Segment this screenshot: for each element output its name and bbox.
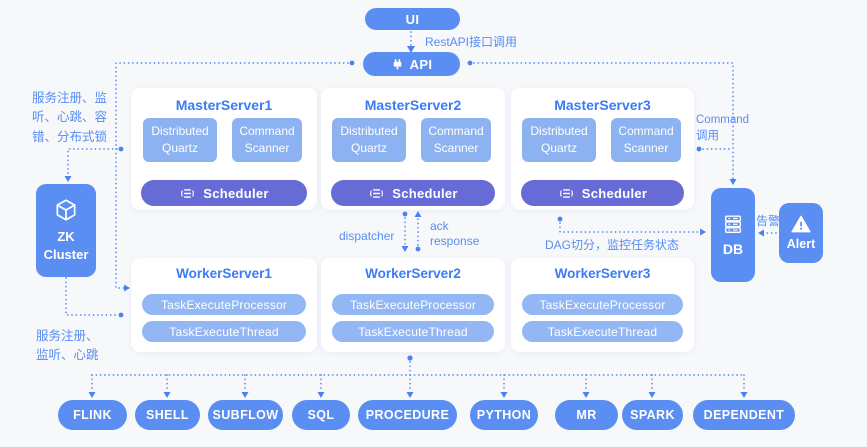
scheduler-label: Scheduler [581, 185, 648, 201]
task-execute-thread-pill: TaskExecuteThread [522, 321, 683, 342]
db-node: DB [711, 188, 755, 282]
task-execute-thread-pill: TaskExecuteThread [332, 321, 494, 342]
command-scanner-box: Command Scanner [611, 118, 681, 162]
zk-note-top: 服务注册、监 听、心跳、容 错、分布式锁 [32, 91, 108, 144]
scheduler-queue-icon [179, 186, 196, 201]
task-type-python: PYTHON [470, 400, 538, 430]
master-title: MasterServer1 [175, 97, 273, 113]
api-node: API [363, 52, 460, 76]
zk-label: ZK Cluster [43, 229, 89, 262]
task-type-spark: SPARK [622, 400, 683, 430]
master-server-3: MasterServer3 Distributed Quartz Command… [511, 88, 694, 210]
dag-monitor-label: DAG切分，监控任务状态 [545, 238, 680, 252]
scheduler-label: Scheduler [392, 185, 458, 201]
task-type-procedure: PROCEDURE [358, 400, 457, 430]
edge-command [696, 146, 731, 152]
scheduler-label: Scheduler [203, 185, 269, 201]
alert-cn-label: 告警 [756, 214, 781, 228]
scheduler-pill: Scheduler [521, 180, 684, 206]
dispatcher-label: dispatcher [339, 229, 395, 243]
master-server-1: MasterServer1 Distributed Quartz Command… [131, 88, 317, 210]
edge-api-left [115, 60, 355, 292]
api-label: API [409, 56, 433, 72]
task-type-flink: FLINK [58, 400, 127, 430]
alert-node: Alert [779, 203, 823, 263]
worker-server-3: WorkerServer3 TaskExecuteProcessor TaskE… [511, 258, 694, 352]
task-type-dependent: DEPENDENT [693, 400, 795, 430]
worker-server-1: WorkerServer1 TaskExecuteProcessor TaskE… [131, 258, 317, 352]
task-type-shell: SHELL [135, 400, 200, 430]
worker-server-2: WorkerServer2 TaskExecuteProcessor TaskE… [321, 258, 505, 352]
distributed-quartz-box: Distributed Quartz [522, 118, 596, 162]
edge-register-zk [64, 146, 124, 182]
command-call-label: Command 调用 [696, 114, 750, 142]
edge-task-fanout [88, 355, 748, 398]
edge-api-db [467, 60, 737, 185]
task-type-mr: MR [555, 400, 618, 430]
worker-title: WorkerServer1 [176, 266, 272, 281]
edge-ui-api [407, 31, 415, 53]
master-title: MasterServer2 [364, 97, 462, 113]
command-scanner-box: Command Scanner [421, 118, 491, 162]
database-server-icon [722, 213, 744, 235]
scheduler-pill: Scheduler [141, 180, 307, 206]
command-scanner-box: Command Scanner [232, 118, 302, 162]
scheduler-queue-icon [558, 186, 575, 201]
edge-ack-response [414, 211, 422, 252]
db-label: DB [722, 241, 744, 257]
task-execute-processor-pill: TaskExecuteProcessor [522, 294, 683, 315]
worker-title: WorkerServer3 [554, 266, 651, 281]
zk-note-bottom: 服务注册、 监听、心跳 [36, 329, 99, 363]
master-server-2: MasterServer2 Distributed Quartz Command… [321, 88, 505, 210]
edge-alert-db [758, 229, 777, 237]
task-execute-processor-pill: TaskExecuteProcessor [332, 294, 494, 315]
task-execute-processor-pill: TaskExecuteProcessor [142, 294, 306, 315]
worker-title: WorkerServer2 [365, 266, 461, 281]
distributed-quartz-box: Distributed Quartz [143, 118, 217, 162]
master-title: MasterServer3 [554, 97, 651, 113]
edge-zk-workers [65, 277, 124, 318]
distributed-quartz-box: Distributed Quartz [332, 118, 406, 162]
ack-response-label: ack response [430, 219, 480, 248]
cube-icon [53, 197, 79, 223]
ui-label: UI [405, 11, 420, 27]
edge-dispatcher [401, 211, 409, 252]
ui-node: UI [365, 8, 460, 30]
usb-plug-icon [391, 58, 404, 71]
zk-cluster-node: ZK Cluster [36, 184, 96, 277]
warning-triangle-icon [791, 215, 811, 233]
restapi-call-label: RestAPI接口调用 [425, 35, 518, 49]
alert-label: Alert [786, 237, 816, 251]
edge-dag-db [557, 216, 706, 236]
scheduler-queue-icon [368, 186, 385, 201]
task-type-subflow: SUBFLOW [208, 400, 283, 430]
scheduler-pill: Scheduler [331, 180, 495, 206]
task-execute-thread-pill: TaskExecuteThread [142, 321, 306, 342]
task-type-sql: SQL [292, 400, 350, 430]
